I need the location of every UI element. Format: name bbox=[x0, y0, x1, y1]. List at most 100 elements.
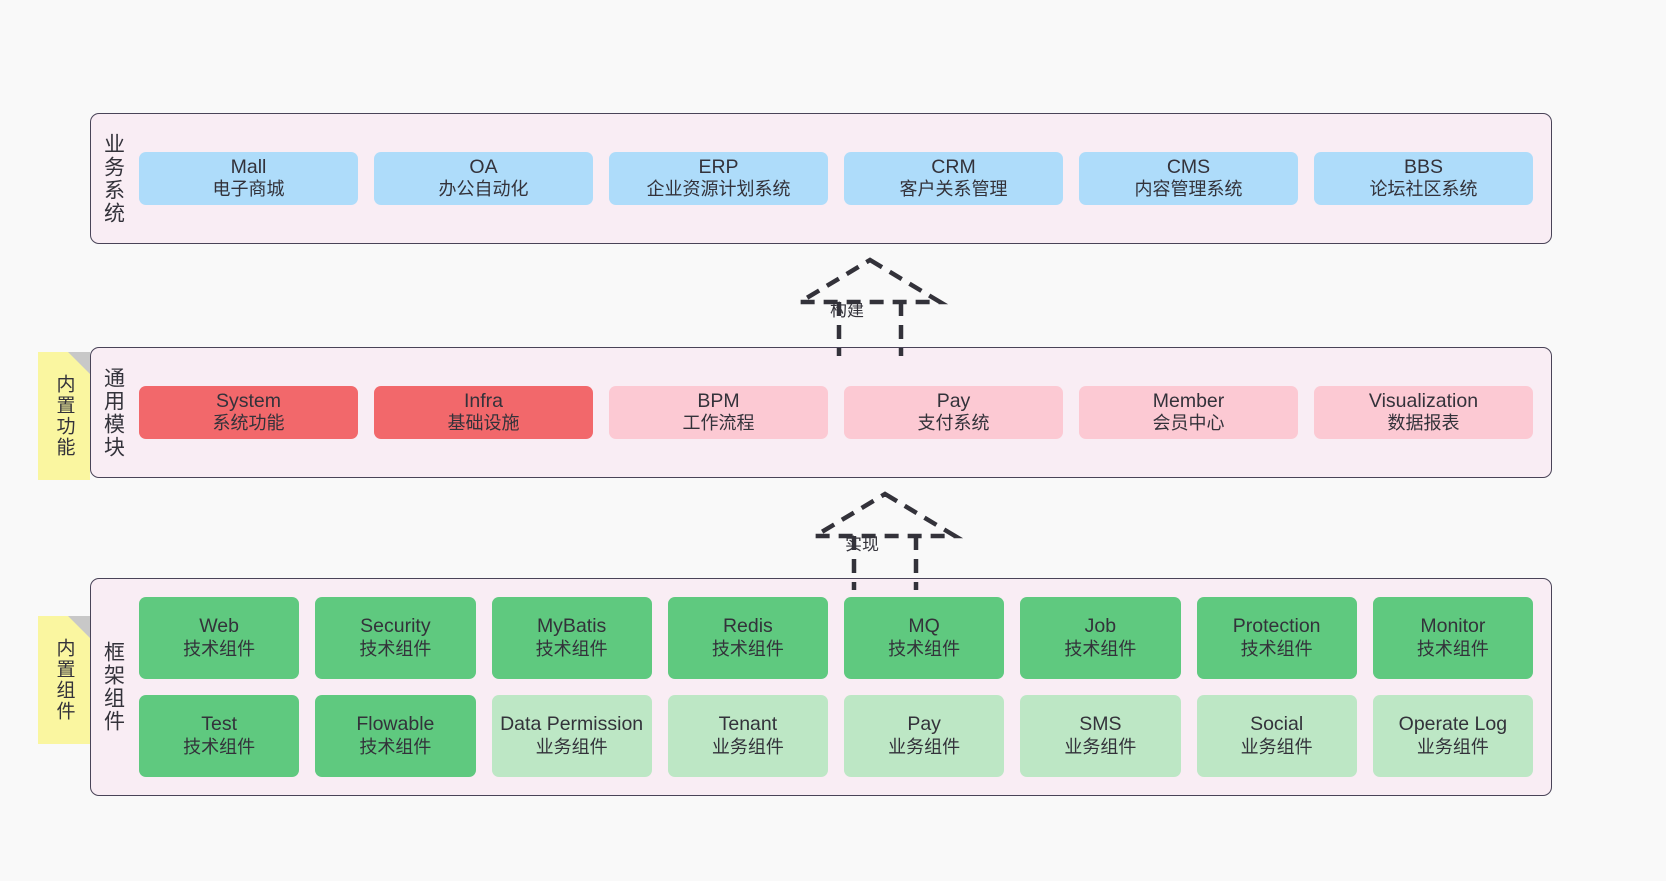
node-pay-component[interactable]: Pay 业务组件 bbox=[844, 695, 1005, 777]
node-operate-log[interactable]: Operate Log 业务组件 bbox=[1372, 695, 1533, 777]
node-web[interactable]: Web 技术组件 bbox=[139, 597, 300, 679]
node-subtitle: 业务组件 bbox=[1064, 736, 1137, 757]
node-title: System bbox=[215, 389, 281, 412]
node-subtitle: 数据报表 bbox=[1387, 413, 1460, 434]
note-fold-corner-icon bbox=[68, 352, 90, 374]
node-mq[interactable]: MQ 技术组件 bbox=[844, 597, 1005, 679]
node-title: Mall bbox=[230, 155, 267, 178]
node-protection[interactable]: Protection 技术组件 bbox=[1196, 597, 1357, 679]
node-monitor[interactable]: Monitor 技术组件 bbox=[1372, 597, 1533, 679]
node-title: CRM bbox=[931, 155, 976, 178]
node-cms[interactable]: CMS 内容管理系统 bbox=[1079, 151, 1298, 206]
node-sms[interactable]: SMS 业务组件 bbox=[1020, 695, 1181, 777]
connector-implement-label: 实现 bbox=[845, 535, 879, 554]
sticky-note-label: 内置组件 bbox=[53, 638, 75, 722]
layer-label-common-modules: 通用模块 bbox=[101, 366, 125, 459]
node-subtitle: 技术组件 bbox=[1064, 638, 1137, 659]
node-subtitle: 技术组件 bbox=[888, 638, 961, 659]
note-fold-corner-icon bbox=[68, 616, 90, 638]
node-test[interactable]: Test 技术组件 bbox=[139, 695, 300, 777]
node-subtitle: 会员中心 bbox=[1152, 413, 1225, 434]
node-erp[interactable]: ERP 企业资源计划系统 bbox=[609, 151, 828, 206]
node-title: BBS bbox=[1403, 155, 1444, 178]
connector-implement: 实现 bbox=[806, 490, 964, 590]
node-bpm[interactable]: BPM 工作流程 bbox=[609, 385, 828, 440]
node-title: Protection bbox=[1232, 615, 1321, 638]
node-title: ERP bbox=[698, 155, 739, 178]
node-subtitle: 业务组件 bbox=[1240, 736, 1313, 757]
connector-build-label: 构建 bbox=[830, 301, 864, 320]
node-title: Infra bbox=[463, 389, 504, 412]
node-title: Pay bbox=[907, 713, 941, 736]
sticky-note-builtin-components: 内置组件 bbox=[38, 616, 90, 744]
row-business-components: Test 技术组件 Flowable 技术组件 Data Permission … bbox=[139, 695, 1533, 777]
node-title: OA bbox=[469, 155, 498, 178]
node-title: SMS bbox=[1079, 713, 1122, 736]
node-visualization[interactable]: Visualization 数据报表 bbox=[1314, 385, 1533, 440]
node-subtitle: 支付系统 bbox=[917, 413, 990, 434]
row-common-modules: System 系统功能 Infra 基础设施 BPM 工作流程 Pay 支付系统… bbox=[139, 385, 1533, 440]
node-title: MQ bbox=[908, 615, 940, 638]
node-title: Monitor bbox=[1420, 615, 1486, 638]
node-title: Test bbox=[201, 713, 237, 736]
node-title: Tenant bbox=[718, 713, 778, 736]
row-business-systems: Mall 电子商城 OA 办公自动化 ERP 企业资源计划系统 CRM 客户关系… bbox=[139, 151, 1533, 206]
node-title: Redis bbox=[722, 615, 773, 638]
node-security[interactable]: Security 技术组件 bbox=[315, 597, 476, 679]
layer-label-business-systems: 业务系统 bbox=[101, 132, 125, 225]
node-data-permission[interactable]: Data Permission 业务组件 bbox=[491, 695, 652, 777]
node-tenant[interactable]: Tenant 业务组件 bbox=[667, 695, 828, 777]
node-title: Web bbox=[199, 615, 239, 638]
node-subtitle: 技术组件 bbox=[711, 638, 784, 659]
node-title: MyBatis bbox=[536, 615, 607, 638]
node-subtitle: 技术组件 bbox=[535, 638, 608, 659]
node-title: Pay bbox=[936, 389, 971, 412]
layer-body-common-modules: System 系统功能 Infra 基础设施 BPM 工作流程 Pay 支付系统… bbox=[135, 348, 1551, 477]
node-title: BPM bbox=[697, 389, 740, 412]
node-subtitle: 基础设施 bbox=[447, 413, 520, 434]
node-redis[interactable]: Redis 技术组件 bbox=[667, 597, 828, 679]
node-crm[interactable]: CRM 客户关系管理 bbox=[844, 151, 1063, 206]
node-title: Visualization bbox=[1368, 389, 1479, 412]
node-oa[interactable]: OA 办公自动化 bbox=[374, 151, 593, 206]
node-subtitle: 论坛社区系统 bbox=[1369, 179, 1478, 200]
layer-body-framework-components: Web 技术组件 Security 技术组件 MyBatis 技术组件 Redi… bbox=[135, 579, 1551, 795]
node-mall[interactable]: Mall 电子商城 bbox=[139, 151, 358, 206]
node-subtitle: 客户关系管理 bbox=[899, 179, 1008, 200]
node-title: Data Permission bbox=[500, 713, 644, 736]
node-title: Member bbox=[1152, 389, 1225, 412]
layer-label-framework-components: 框架组件 bbox=[101, 641, 125, 733]
node-job[interactable]: Job 技术组件 bbox=[1020, 597, 1181, 679]
node-mybatis[interactable]: MyBatis 技术组件 bbox=[491, 597, 652, 679]
node-subtitle: 技术组件 bbox=[183, 736, 256, 757]
node-subtitle: 工作流程 bbox=[682, 413, 755, 434]
node-member[interactable]: Member 会员中心 bbox=[1079, 385, 1298, 440]
node-pay-module[interactable]: Pay 支付系统 bbox=[844, 385, 1063, 440]
node-infra[interactable]: Infra 基础设施 bbox=[374, 385, 593, 440]
node-title: CMS bbox=[1166, 155, 1211, 178]
node-subtitle: 技术组件 bbox=[1240, 638, 1313, 659]
node-title: Flowable bbox=[356, 713, 435, 736]
node-subtitle: 业务组件 bbox=[1416, 736, 1489, 757]
sticky-note-label: 内置功能 bbox=[53, 374, 75, 458]
node-subtitle: 办公自动化 bbox=[438, 179, 529, 200]
node-system[interactable]: System 系统功能 bbox=[139, 385, 358, 440]
node-title: Security bbox=[360, 615, 431, 638]
sticky-note-builtin-functions: 内置功能 bbox=[38, 352, 90, 480]
node-title: Social bbox=[1250, 713, 1304, 736]
node-flowable[interactable]: Flowable 技术组件 bbox=[315, 695, 476, 777]
connector-build-shape bbox=[791, 257, 949, 356]
layer-business-systems: 业务系统 Mall 电子商城 OA 办公自动化 ERP 企业资源计划系统 CRM… bbox=[90, 113, 1552, 244]
connector-implement-shape bbox=[806, 491, 964, 590]
node-subtitle: 技术组件 bbox=[359, 736, 432, 757]
node-subtitle: 业务组件 bbox=[535, 736, 608, 757]
layer-body-business-systems: Mall 电子商城 OA 办公自动化 ERP 企业资源计划系统 CRM 客户关系… bbox=[135, 114, 1551, 243]
node-subtitle: 系统功能 bbox=[212, 413, 285, 434]
node-bbs[interactable]: BBS 论坛社区系统 bbox=[1314, 151, 1533, 206]
node-subtitle: 业务组件 bbox=[888, 736, 961, 757]
node-subtitle: 技术组件 bbox=[1416, 638, 1489, 659]
layer-common-modules: 通用模块 System 系统功能 Infra 基础设施 BPM 工作流程 Pay… bbox=[90, 347, 1552, 478]
node-social[interactable]: Social 业务组件 bbox=[1196, 695, 1357, 777]
node-subtitle: 电子商城 bbox=[212, 179, 285, 200]
